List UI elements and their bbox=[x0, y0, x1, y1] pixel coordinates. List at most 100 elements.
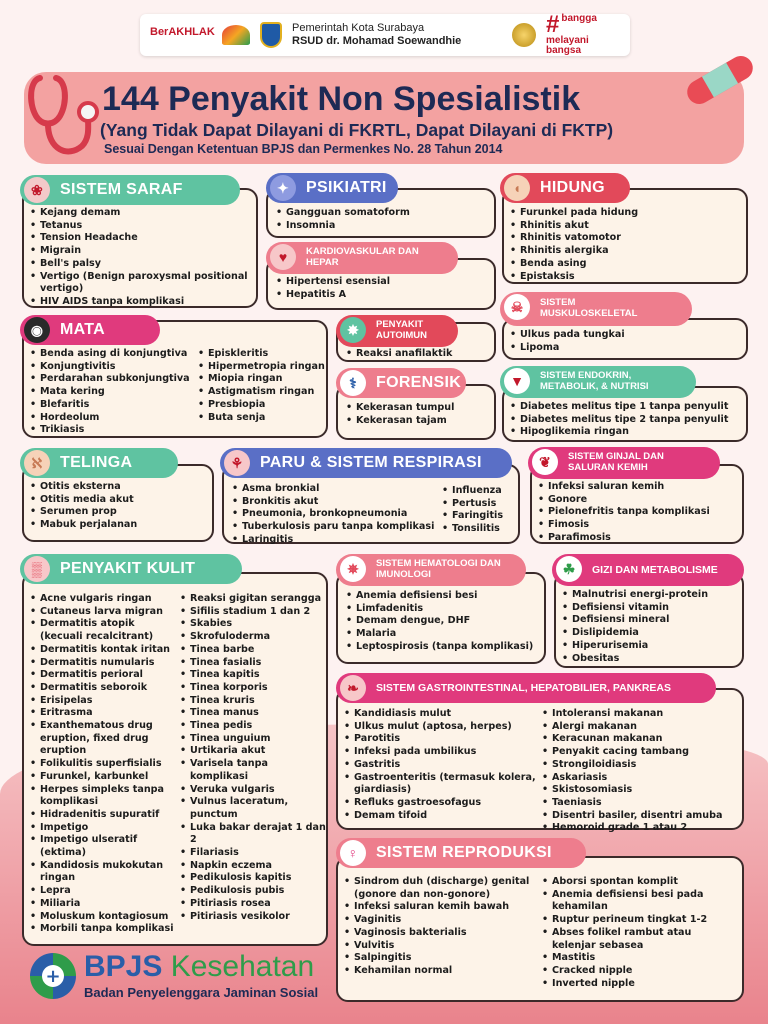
virus-icon: ✵ bbox=[340, 556, 366, 582]
list-ginjal: Infeksi saluran kemih Gonore Pielonefrit… bbox=[538, 481, 742, 545]
tag-reproduksi: ♀ SISTEM REPRODUKSI bbox=[336, 838, 586, 868]
list-item: Hipertensi esensial bbox=[276, 276, 490, 289]
list-item: Demam tifoid bbox=[344, 810, 540, 823]
tag-hematologi: ✵ SISTEM HEMATOLOGI DAN IMUNOLOGI bbox=[336, 554, 526, 586]
list-item: Anemia defisiensi besi pada kehamilan bbox=[542, 889, 738, 914]
city-government-label: Pemerintah Kota Surabaya bbox=[292, 22, 425, 35]
list-item: Vulnus laceratum, punctum bbox=[180, 796, 326, 821]
list-sistem-saraf: Kejang demam Tetanus Tension Headache Mi… bbox=[30, 207, 252, 309]
list-item: Miliaria bbox=[30, 898, 180, 911]
list-item: Lepra bbox=[30, 885, 180, 898]
list-item: Urtikaria akut bbox=[180, 745, 326, 758]
tag-kardiovaskular: ♥ KARDIOVASKULAR DAN HEPAR bbox=[266, 242, 458, 274]
list-item: Eritrasma bbox=[30, 707, 180, 720]
list-item: Vaginosis bakterialis bbox=[344, 927, 538, 940]
list-item: Fimosis bbox=[538, 519, 742, 532]
list-item: Leptospirosis (tanpa komplikasi) bbox=[346, 641, 544, 654]
list-item: Anemia defisiensi besi bbox=[346, 590, 544, 603]
list-item: Inverted nipple bbox=[542, 978, 738, 991]
list-mata-left: Benda asing di konjungtiva Konjungtiviti… bbox=[30, 348, 200, 437]
list-item: Hipermetropia ringan bbox=[198, 361, 326, 374]
puzzle-head-icon: ✦ bbox=[270, 175, 296, 201]
list-item: Furunkel, karbunkel bbox=[30, 771, 180, 784]
fruit-icon: ☘ bbox=[556, 556, 582, 582]
tag-sistem-saraf: ❀ SISTEM SARAF bbox=[20, 175, 240, 205]
list-item: Herpes simpleks tanpa komplikasi bbox=[30, 784, 180, 809]
list-item: Parafimosis bbox=[538, 532, 742, 545]
list-item: Asma bronkial bbox=[232, 483, 444, 496]
list-item: Tinea pedis bbox=[180, 720, 326, 733]
list-item: Malnutrisi energi-protein bbox=[562, 589, 742, 602]
list-kulit-left: Acne vulgaris ringan Cutaneus larva migr… bbox=[30, 593, 180, 936]
gold-emblem-icon bbox=[512, 23, 536, 47]
tag-hidung: ◖ HIDUNG bbox=[500, 173, 630, 203]
stethoscope-icon bbox=[28, 75, 99, 155]
list-item: Influenza bbox=[442, 485, 518, 498]
uterus-icon: ♀ bbox=[340, 840, 366, 866]
list-item: Morbili tanpa komplikasi bbox=[30, 923, 180, 936]
list-item: Tinea kruris bbox=[180, 695, 326, 708]
tag-penyakit-kulit: ▒ PENYAKIT KULIT bbox=[20, 554, 242, 584]
list-item: Tinea fasialis bbox=[180, 657, 326, 670]
list-kardiovaskular: Hipertensi esensial Hepatitis A bbox=[276, 276, 490, 301]
list-item: Intoleransi makanan bbox=[542, 708, 742, 721]
list-item: Acne vulgaris ringan bbox=[30, 593, 180, 606]
list-item: Skabies bbox=[180, 618, 326, 631]
list-item: Otitis eksterna bbox=[30, 481, 210, 494]
list-item: Tonsilitis bbox=[442, 523, 518, 536]
list-item: Sindrom duh (discharge) genital (gonore … bbox=[344, 876, 538, 901]
list-item: Kehamilan normal bbox=[344, 965, 538, 978]
list-item: Gonore bbox=[538, 494, 742, 507]
list-item: Obesitas bbox=[562, 653, 742, 666]
list-item: Tinea barbe bbox=[180, 644, 326, 657]
logo-strip: BerAKHLAK Pemerintah Kota Surabaya RSUD … bbox=[140, 13, 630, 56]
list-item: Veruka vulgaris bbox=[180, 784, 326, 797]
list-item: Vertigo (Benign paroxysmal positional ve… bbox=[30, 271, 252, 296]
list-item: Astigmatism ringan bbox=[198, 386, 326, 399]
list-telinga: Otitis eksterna Otitis media akut Serume… bbox=[30, 481, 210, 532]
kidney-icon: ❦ bbox=[532, 449, 558, 475]
list-hematologi: Anemia defisiensi besi Limfadenitis Dema… bbox=[346, 590, 544, 654]
list-item: Kekerasan tajam bbox=[346, 415, 492, 428]
list-item: Tinea korporis bbox=[180, 682, 326, 695]
list-item: Buta senja bbox=[198, 412, 326, 425]
list-item: Luka bakar derajat 1 dan 2 bbox=[180, 822, 326, 847]
bpjs-cross-icon: + bbox=[30, 953, 76, 999]
tag-muskuloskeletal: ☠ SISTEM MUSKULOSKELETAL bbox=[500, 292, 692, 326]
bone-icon: ☠ bbox=[504, 294, 530, 320]
list-item: Pitiriasis rosea bbox=[180, 898, 326, 911]
heart-icon: ♥ bbox=[270, 244, 296, 270]
list-item: Sifilis stadium 1 dan 2 bbox=[180, 606, 326, 619]
list-item: Taeniasis bbox=[542, 797, 742, 810]
list-item: Disentri basiler, disentri amuba bbox=[542, 810, 742, 823]
list-item: Tuberkulosis paru tanpa komplikasi bbox=[232, 521, 444, 534]
list-forensik: Kekerasan tumpul Kekerasan tajam bbox=[346, 402, 492, 427]
list-item: Bell's palsy bbox=[30, 258, 252, 271]
list-item: Dermatitis seboroik bbox=[30, 682, 180, 695]
list-item: Reaksi gigitan serangga bbox=[180, 593, 326, 606]
list-item: Migrain bbox=[30, 245, 252, 258]
berakhlak-logo: BerAKHLAK bbox=[150, 25, 215, 38]
list-autoimun: Reaksi anafilaktik bbox=[346, 348, 492, 361]
page-subtitle: (Yang Tidak Dapat Dilayani di FKRTL, Dap… bbox=[100, 120, 614, 140]
list-item: Rhinitis akut bbox=[510, 220, 742, 233]
list-item: Dermatitis kontak iritan bbox=[30, 644, 180, 657]
list-item: Tinea kapitis bbox=[180, 669, 326, 682]
list-item: Aborsi spontan komplit bbox=[542, 876, 738, 889]
list-item: Serumen prop bbox=[30, 506, 210, 519]
page-title: 144 Penyakit Non Spesialistik bbox=[102, 80, 581, 118]
list-item: Varisela tanpa komplikasi bbox=[180, 758, 326, 783]
list-item: Alergi makanan bbox=[542, 721, 742, 734]
list-item: Tension Headache bbox=[30, 232, 252, 245]
institution-name: Pemerintah Kota Surabaya RSUD dr. Mohama… bbox=[292, 22, 502, 47]
list-item: Bronkitis akut bbox=[232, 496, 444, 509]
tag-autoimun: ✸ PENYAKIT AUTOIMUN bbox=[336, 315, 458, 347]
list-item: Exanthematous drug eruption, fixed drug … bbox=[30, 720, 180, 758]
list-item: Rhinitis alergika bbox=[510, 245, 742, 258]
list-item: Hemoroid grade 1 atau 2 bbox=[542, 822, 742, 835]
list-item: Refluks gastroesofagus bbox=[344, 797, 540, 810]
list-item: Tinea unguium bbox=[180, 733, 326, 746]
list-item: Trikiasis bbox=[30, 424, 200, 437]
list-item: Hiperurisemia bbox=[562, 640, 742, 653]
list-item: Episkleritis bbox=[198, 348, 326, 361]
